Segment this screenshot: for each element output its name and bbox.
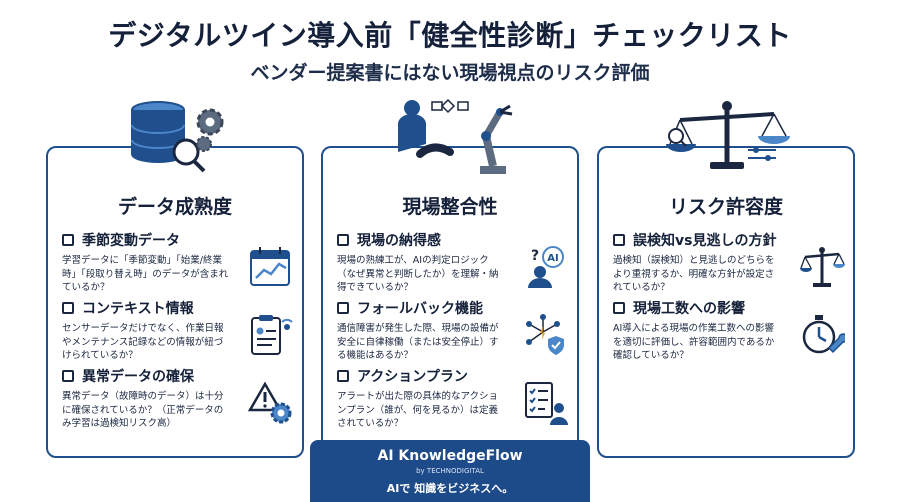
item-title: フォールバック機能 [357, 301, 483, 317]
checkbox[interactable] [62, 302, 74, 314]
warning-gear-icon [248, 381, 292, 424]
checkbox[interactable] [62, 234, 74, 246]
check-item: 現場の納得感 現場の熟練工が、AIの判定ロジック（なぜ異常と判断したか）を理解・… [337, 230, 569, 295]
check-item: 誤検知vs見逃しの方針 過検知（誤検知）と見逃しのどちらをより重視するか、明確な… [613, 230, 845, 295]
panel-title: 現場整合性 [402, 196, 498, 218]
check-item: 現場工数への影響 AI導入による現場の作業工数への影響を適切に評価し、許容範囲内… [613, 298, 845, 363]
panel-site-alignment: 現場整合性 現場の納得感 現場の熟練工が、AIの判定ロジック（なぜ異常と判断した… [321, 146, 579, 458]
checkbox[interactable] [62, 370, 74, 382]
checkbox[interactable] [337, 302, 349, 314]
check-item: アクションプラン アラートが出た際の具体的なアクションプラン（誰が、何を見るか）… [337, 366, 569, 431]
network-shield-icon [526, 314, 564, 355]
panel-title: データ成熟度 [117, 196, 232, 218]
checkbox[interactable] [613, 234, 625, 246]
item-description: AI導入による現場の作業工数への影響を適切に評価し、許容範囲内であるか確認してい… [613, 323, 775, 361]
item-description: センサーデータだけでなく、作業日報やメンテナンス記録などの情報が紐づけられている… [62, 323, 224, 361]
item-title: 異常データの確保 [82, 369, 194, 385]
item-description: アラートが出た際の具体的なアクションプラン（誰が、何を見るか）は定義されているか… [337, 391, 499, 429]
item-title: コンテキスト情報 [82, 301, 194, 317]
handshake-robot-icon [398, 98, 513, 174]
item-description: 現場の熟練工が、AIの判定ロジック（なぜ異常と判断したか）を理解・納得できている… [337, 255, 499, 293]
clipboard-sensor-icon [251, 315, 293, 355]
checklist-person-icon [525, 382, 568, 425]
item-title: 現場工数への影響 [633, 301, 745, 317]
panel-title: リスク許容度 [668, 196, 783, 218]
svg-text:AI: AI [547, 253, 558, 264]
item-title: アクションプラン [357, 369, 468, 385]
stopwatch-wrench-icon [802, 315, 845, 354]
scale-icon [800, 247, 845, 287]
check-item: コンテキスト情報 センサーデータだけでなく、作業日報やメンテナンス記録などの情報… [62, 298, 294, 363]
checkbox[interactable] [337, 370, 349, 382]
brand-name: AI KnowledgeFlow [377, 448, 523, 464]
svg-text:?: ? [531, 248, 539, 264]
item-title: 季節変動データ [82, 233, 180, 249]
checkbox[interactable] [613, 302, 625, 314]
brand-tagline: AIで 知識をビジネスへ。 [386, 482, 514, 495]
checkbox[interactable] [337, 234, 349, 246]
item-description: 異常データ（故障時のデータ）は十分に確保されているか？（正常データのみ学習は過検… [62, 391, 224, 429]
check-item: 異常データの確保 異常データ（故障時のデータ）は十分に確保されているか？（正常デ… [62, 366, 294, 431]
item-title: 現場の納得感 [357, 233, 441, 249]
database-gear-icon [131, 101, 224, 173]
item-description: 学習データに「季節変動」「始業/終業時」「段取り替え時」のデータが含まれているか… [62, 255, 229, 293]
panel-data-maturity: データ成熟度 季節変動データ 学習データに「季節変動」「始業/終業時」「段取り替… [46, 146, 304, 458]
check-item: フォールバック機能 通信障害が発生した際、現場の設備が安全に自律稼働（または安全… [337, 298, 569, 363]
item-description: 通信障害が発生した際、現場の設備が安全に自律稼働（または安全停止）する機能はある… [337, 323, 499, 361]
item-title: 誤検知vs見逃しの方針 [633, 233, 777, 249]
page-title: デジタルツイン導入前「健全性診断」チェックリスト [108, 19, 792, 52]
balance-scale-icon [666, 101, 790, 169]
panel-risk-tolerance: リスク許容度 誤検知vs見逃しの方針 過検知（誤検知）と見逃しのどちらをより重視… [597, 146, 855, 458]
footer-brand-bar: AI KnowledgeFlow by TECHNODIGITAL AIで 知識… [310, 440, 590, 502]
calendar-chart-icon [250, 247, 290, 286]
check-item: 季節変動データ 学習データに「季節変動」「始業/終業時」「段取り替え時」のデータ… [62, 230, 294, 295]
brand-byline: by TECHNODIGITAL [416, 467, 484, 475]
ai-question-icon: AI ? [528, 246, 564, 288]
item-description: 過検知（誤検知）と見逃しのどちらをより重視するか、明確な方針が設定されているか？ [613, 255, 775, 293]
page-subtitle: ベンダー提案書にはない現場視点のリスク評価 [250, 62, 650, 84]
